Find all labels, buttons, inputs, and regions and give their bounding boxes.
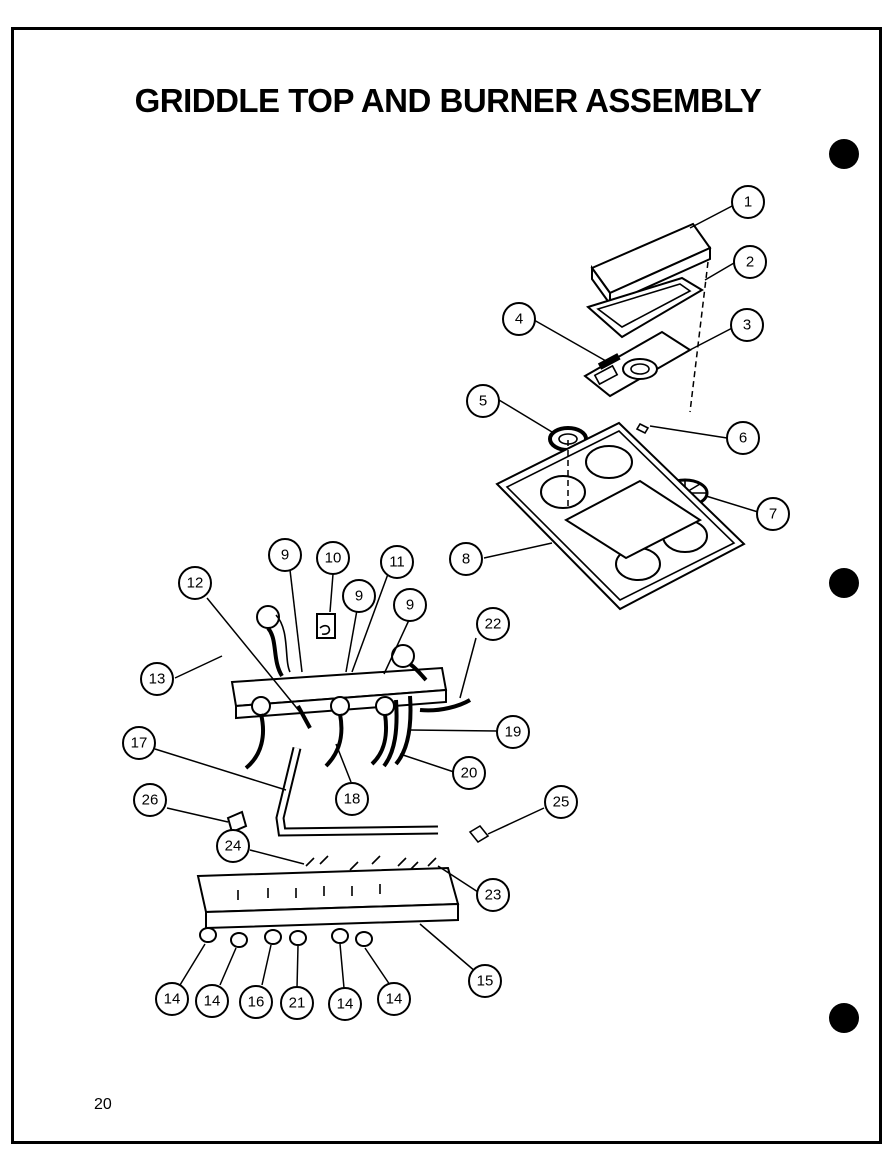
svg-text:5: 5 — [479, 393, 487, 410]
callout-19: 19 — [496, 715, 530, 749]
callout-6: 6 — [726, 421, 760, 455]
svg-text:17: 17 — [131, 735, 148, 752]
callout-8: 8 — [449, 542, 483, 576]
svg-text:11: 11 — [389, 554, 405, 571]
callout-24: 24 — [216, 829, 250, 863]
svg-text:14: 14 — [164, 991, 181, 1008]
callout-11: 11 — [380, 545, 414, 579]
callout-16: 16 — [239, 985, 273, 1019]
callout-22: 22 — [476, 607, 510, 641]
griddle-clip — [597, 353, 621, 370]
burner-manifold — [230, 605, 472, 770]
callout-23: 23 — [476, 878, 510, 912]
svg-text:14: 14 — [386, 991, 403, 1008]
cooktop — [495, 421, 746, 611]
griddle-cover — [590, 222, 712, 308]
svg-text:10: 10 — [325, 550, 342, 567]
callout-14: 14 — [155, 982, 189, 1016]
svg-text:26: 26 — [142, 792, 159, 809]
valve-fittings — [305, 855, 437, 871]
callout-2: 2 — [733, 245, 767, 279]
leader-lines — [154, 204, 759, 989]
callout-17: 17 — [122, 726, 156, 760]
binder-hole-bottom — [829, 1003, 859, 1033]
bracket-clip — [226, 810, 248, 834]
griddle-pan — [586, 276, 704, 339]
svg-text:18: 18 — [344, 791, 361, 808]
callout-9: 9 — [342, 579, 376, 613]
callout-9: 9 — [393, 588, 427, 622]
svg-text:12: 12 — [187, 575, 204, 592]
control-panel — [196, 866, 460, 930]
valve-clip — [468, 824, 490, 844]
callout-15: 15 — [468, 964, 502, 998]
svg-text:20: 20 — [461, 765, 478, 782]
callout-13: 13 — [140, 662, 174, 696]
callout-18: 18 — [335, 782, 369, 816]
callout-26: 26 — [133, 783, 167, 817]
svg-text:15: 15 — [477, 973, 494, 990]
control-knobs — [199, 927, 373, 948]
svg-text:9: 9 — [406, 597, 414, 614]
callout-20: 20 — [452, 756, 486, 790]
svg-text:7: 7 — [769, 506, 777, 523]
callout-25: 25 — [544, 785, 578, 819]
svg-text:6: 6 — [739, 430, 747, 447]
callout-12: 12 — [178, 566, 212, 600]
svg-text:1: 1 — [744, 194, 752, 211]
svg-text:4: 4 — [515, 311, 523, 328]
callout-3: 3 — [730, 308, 764, 342]
screw — [635, 422, 650, 435]
svg-text:22: 22 — [485, 616, 502, 633]
callout-14: 14 — [328, 987, 362, 1021]
assembly-line — [689, 261, 709, 413]
binder-hole-top — [829, 139, 859, 169]
svg-text:25: 25 — [553, 794, 570, 811]
svg-text:2: 2 — [746, 254, 754, 271]
callout-5: 5 — [466, 384, 500, 418]
svg-text:13: 13 — [149, 671, 166, 688]
svg-text:23: 23 — [485, 887, 502, 904]
svg-text:14: 14 — [337, 996, 354, 1013]
page-title: GRIDDLE TOP AND BURNER ASSEMBLY — [134, 82, 762, 119]
callout-9: 9 — [268, 538, 302, 572]
callout-14: 14 — [377, 982, 411, 1016]
callout-21: 21 — [280, 986, 314, 1020]
burner-tube — [275, 746, 439, 837]
callout-4: 4 — [502, 302, 536, 336]
svg-text:9: 9 — [355, 588, 363, 605]
svg-text:21: 21 — [289, 995, 306, 1012]
page-number: 20 — [94, 1096, 112, 1113]
svg-text:16: 16 — [248, 994, 265, 1011]
callout-14: 14 — [195, 984, 229, 1018]
svg-text:19: 19 — [505, 724, 522, 741]
svg-text:9: 9 — [281, 547, 289, 564]
svg-text:14: 14 — [204, 993, 221, 1010]
binder-hole-middle — [829, 568, 859, 598]
svg-text:24: 24 — [225, 838, 242, 855]
callout-1: 1 — [731, 185, 765, 219]
svg-text:8: 8 — [462, 551, 470, 568]
callout-10: 10 — [316, 541, 350, 575]
svg-text:3: 3 — [743, 317, 751, 334]
callout-7: 7 — [756, 497, 790, 531]
